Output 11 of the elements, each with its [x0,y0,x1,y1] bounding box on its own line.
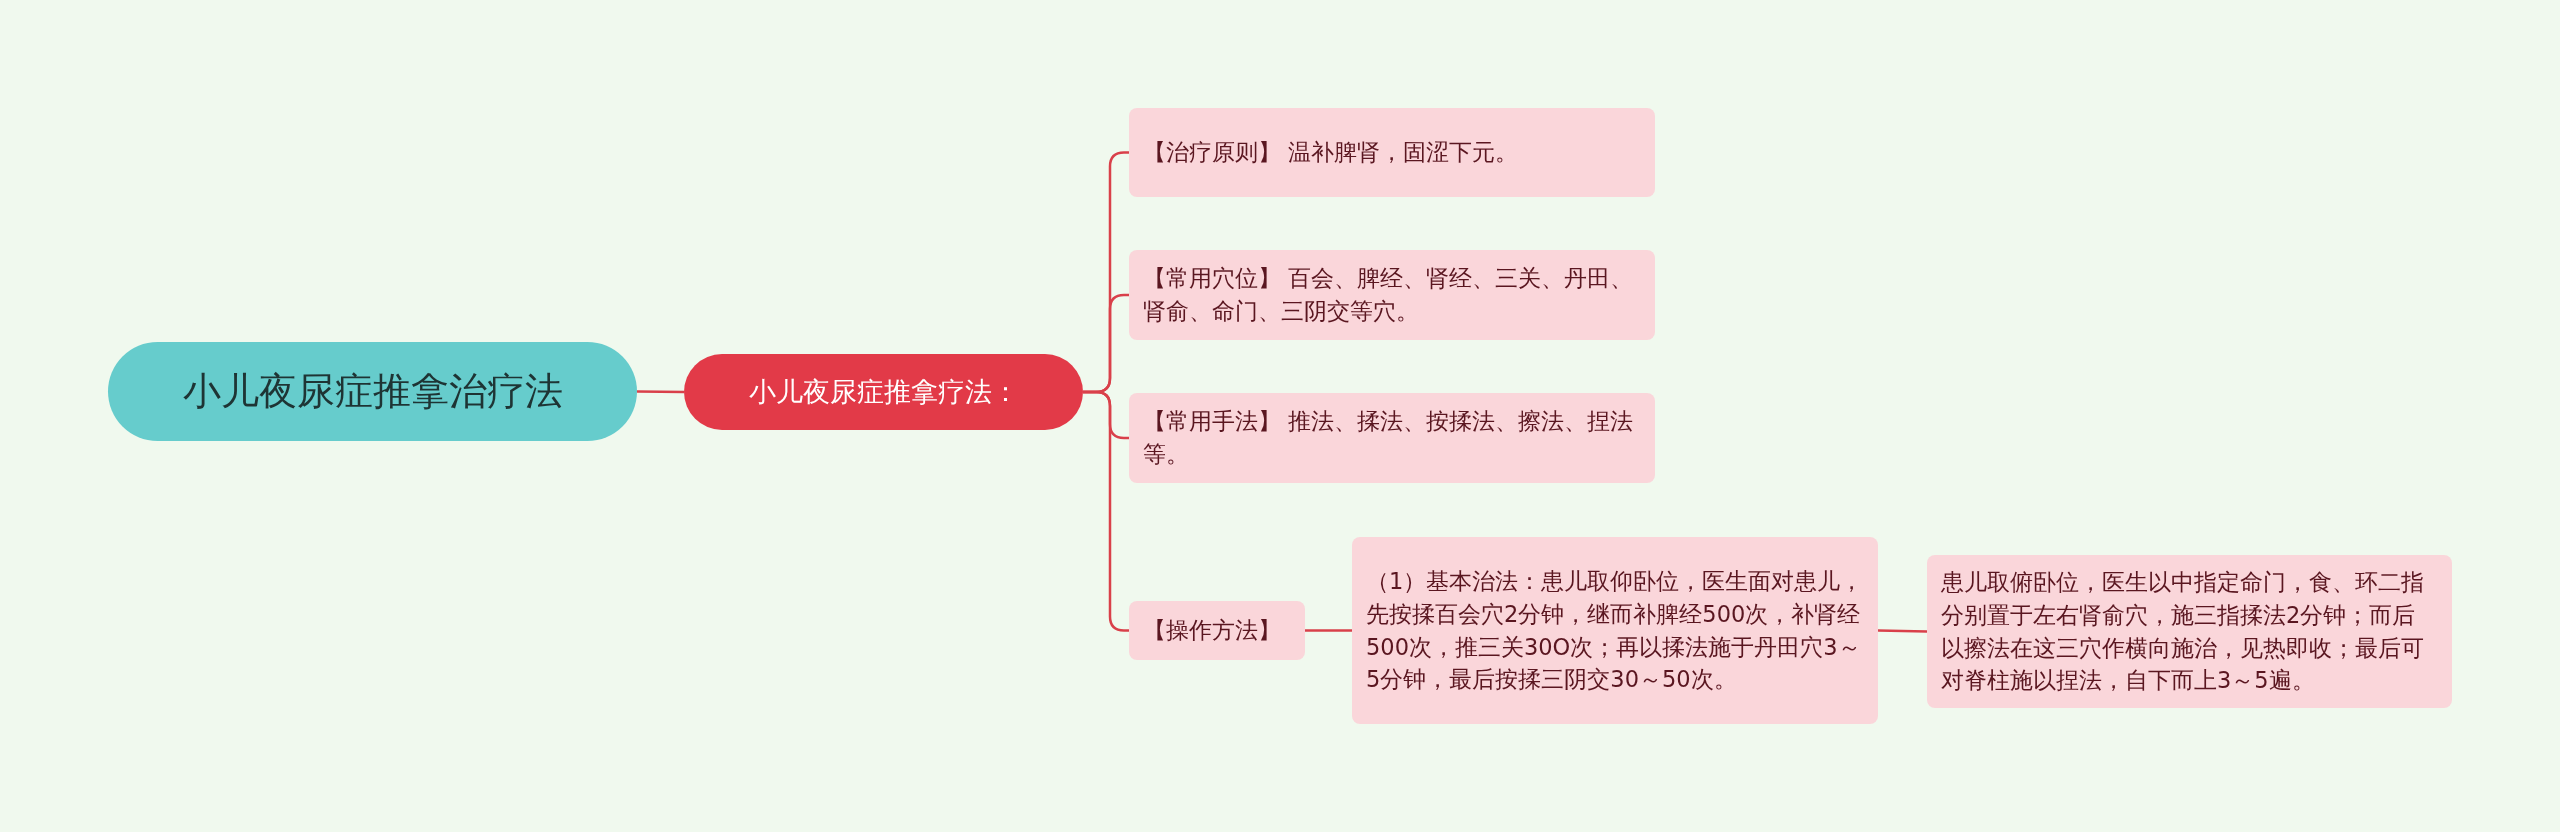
text-box: 【治疗原则】 温补脾肾，固涩下元。 [1129,108,1655,197]
text-box: （1）基本治法：患儿取仰卧位，医生面对患儿，先按揉百会穴2分钟，继而补脾经500次，补肾经500次，推三关30O次；再以揉法施于丹田穴3～5分钟，最后按揉三阴交30～50次。 [1352,537,1878,724]
subtopic-pill: 小儿夜尿症推拿疗法： [684,354,1083,430]
topic-pill: 小儿夜尿症推拿治疗法 [108,342,637,441]
text-box: 【操作方法】 [1129,601,1305,660]
connector-line [1877,629,1928,633]
text-box: 【常用穴位】 百会、脾经、肾经、三关、丹田、肾俞、命门、三阴交等穴。 [1129,250,1655,340]
connector-line [1305,629,1352,632]
connector-line [637,390,684,394]
text-box: 患儿取俯卧位，医生以中指定命门，食、环二指分别置于左右肾俞穴，施三指揉法2分钟；而后以擦法在这三穴作横向施治，见热即收；最后可对脊柱施以捏法，自下而上3～5遍。 [1927,555,2452,708]
text-box: 【常用手法】 推法、揉法、按揉法、擦法、捏法等。 [1129,393,1655,483]
